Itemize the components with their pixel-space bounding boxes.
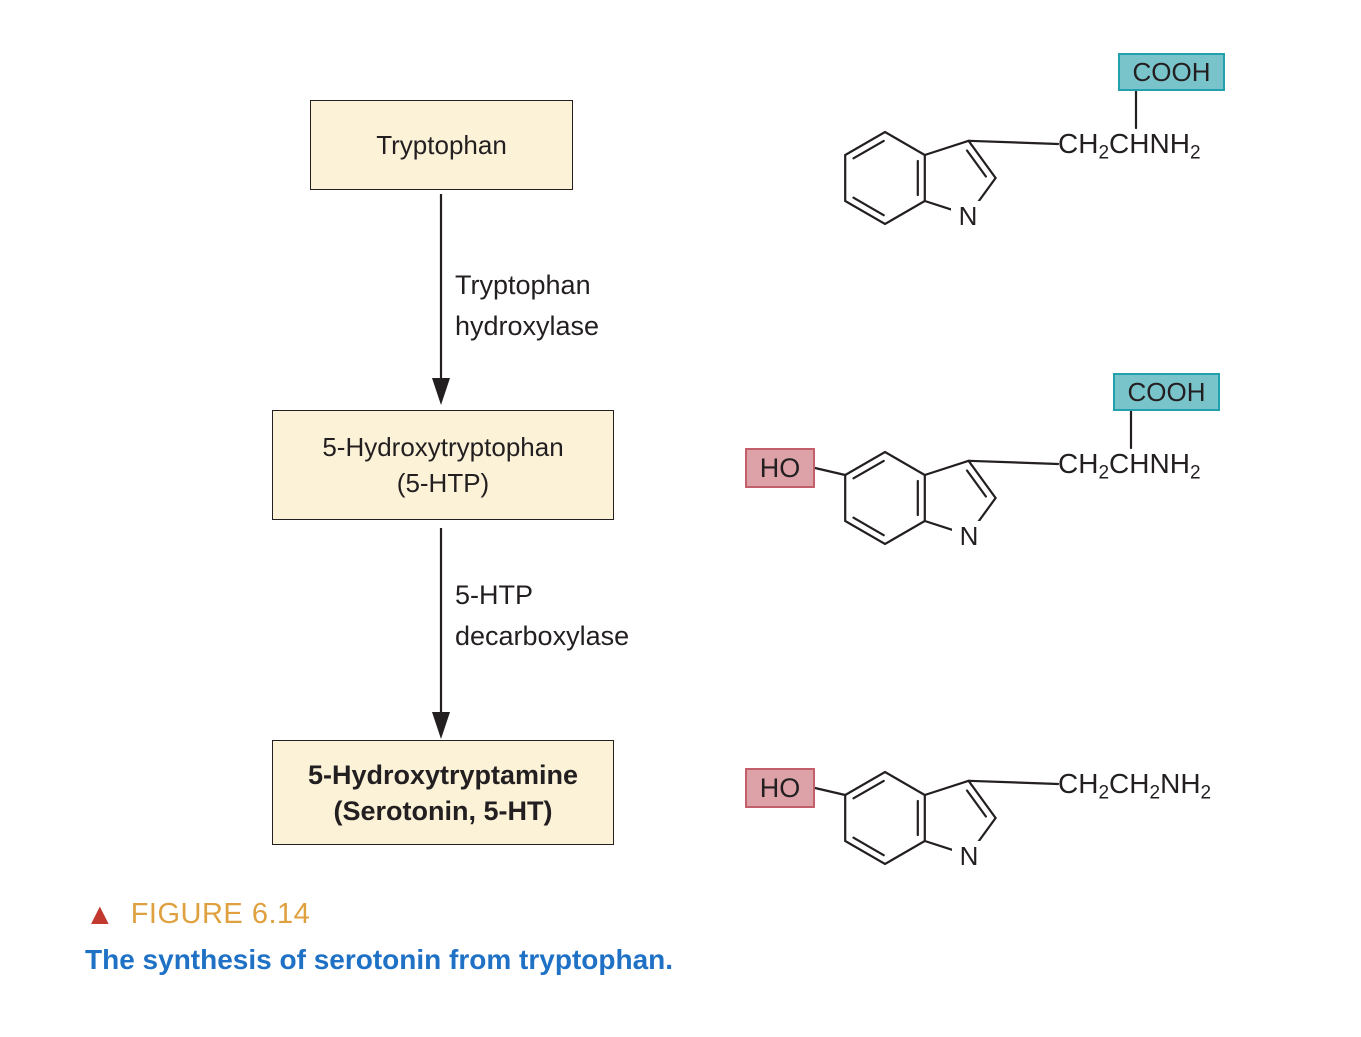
htp-box-line2: (5-HTP) (396, 468, 490, 498)
tryptophan-side-chain-formula: CH2CHNH2 (1058, 126, 1201, 162)
tryptophan-structure: COOH CH2CHNH2 N (805, 38, 1325, 273)
ho-highlight-box: HO (745, 448, 815, 488)
serotonin-structure-bonds (813, 770, 1060, 866)
formula-part: CH (1109, 768, 1150, 799)
side-chain-bond (967, 459, 1060, 466)
formula-subscript: 2 (1149, 782, 1161, 804)
arrow-down-2 (432, 528, 450, 739)
formula-subscript: 2 (1189, 462, 1201, 484)
ho-highlight-box: HO (745, 768, 815, 808)
enzyme1-line1: Tryptophan (455, 270, 591, 300)
hydroxytryptophan-box: 5-Hydroxytryptophan (5-HTP) (272, 410, 614, 520)
enzyme-label-tryptophan-hydroxylase: Tryptophan hydroxylase (455, 265, 599, 347)
formula-part: CH (1058, 128, 1099, 159)
formula-subscript: 2 (1098, 462, 1110, 484)
enzyme2-line1: 5-HTP (455, 580, 534, 610)
serotonin-box-line1: 5-Hydroxytryptamine (307, 759, 579, 790)
enzyme-label-5htp-decarboxylase: 5-HTP decarboxylase (455, 575, 629, 657)
nitrogen-label: N (952, 841, 986, 872)
serotonin-structure: HO CH2CH2NH2 N (740, 678, 1320, 913)
enzyme1-line2: hydroxylase (455, 311, 600, 341)
formula-subscript: 2 (1098, 142, 1110, 164)
cooh-highlight-box: COOH (1118, 53, 1225, 91)
nitrogen-label: N (952, 521, 986, 552)
figure-number: FIGURE 6.14 (130, 898, 311, 930)
nitrogen-label: N (951, 201, 985, 232)
formula-part: CHNH (1109, 128, 1190, 159)
figure-caption-title: The synthesis of serotonin from tryptoph… (85, 944, 674, 975)
formula-part: CH (1058, 768, 1099, 799)
serotonin-box-line2: (Serotonin, 5-HT) (333, 795, 553, 826)
tryptophan-box: Tryptophan (310, 100, 573, 190)
side-chain-bond (967, 779, 1060, 786)
arrow-down-1 (432, 194, 450, 405)
cooh-label: COOH (1127, 376, 1206, 407)
serotonin-box: 5-Hydroxytryptamine (Serotonin, 5-HT) (272, 740, 614, 845)
formula-part: NH (1160, 768, 1201, 799)
tryptophan-structure-bonds (844, 89, 1138, 226)
figure-triangle-icon: ▲ (85, 897, 115, 931)
hydroxytryptophan-structure: COOH HO CH2CHNH2 N (740, 358, 1320, 593)
formula-subscript: 2 (1189, 142, 1201, 164)
formula-part: CHNH (1109, 448, 1190, 479)
hydroxytryptophan-structure-bonds (813, 409, 1133, 546)
serotonin-side-chain-formula: CH2CH2NH2 (1058, 766, 1211, 802)
enzyme2-line2: decarboxylase (455, 621, 630, 651)
tryptophan-box-label: Tryptophan (376, 130, 507, 160)
side-chain-bond (967, 139, 1060, 146)
ho-bond (813, 466, 847, 477)
cooh-label: COOH (1132, 56, 1211, 87)
formula-subscript: 2 (1098, 782, 1110, 804)
formula-part: CH (1058, 448, 1099, 479)
ho-label: HO (759, 772, 801, 803)
arrow-head-icon (432, 378, 450, 405)
htp-box-line1: 5-Hydroxytryptophan (322, 432, 564, 462)
ho-bond (813, 786, 847, 797)
cooh-highlight-box: COOH (1113, 373, 1220, 411)
ho-label: HO (759, 452, 801, 483)
figure-caption-header: ▲ FIGURE 6.14 (85, 898, 310, 931)
arrow-head-icon (432, 712, 450, 739)
formula-subscript: 2 (1200, 782, 1212, 804)
hydroxytryptophan-side-chain-formula: CH2CHNH2 (1058, 446, 1201, 482)
